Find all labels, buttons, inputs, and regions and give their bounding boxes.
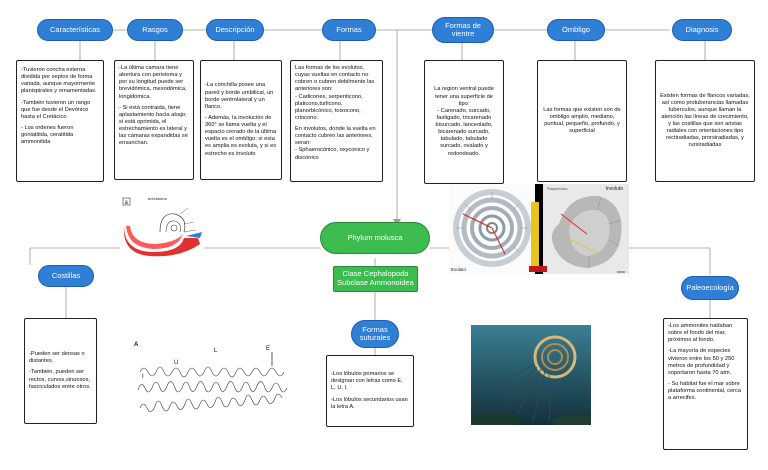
suture-lines-illustration: A L U I E [132, 338, 300, 420]
note-ombligo: Las formas que existen son de ombligo am… [537, 60, 627, 182]
node-descripcion: Descripción [206, 19, 264, 41]
shell-cross-section-diagram: a brevidoma [120, 192, 204, 258]
svg-text:a: a [125, 200, 129, 206]
ammonite-shell-photos: Evoluto Involuto Platysphinctes [449, 184, 629, 274]
note-rasgos: -La última camara tiene abertura con per… [114, 60, 194, 180]
svg-text:Platysphinctes: Platysphinctes [547, 187, 568, 191]
node-formas-suturales: Formas suturales [351, 320, 399, 348]
node-costillas: Costillas [38, 265, 94, 287]
node-rasgos: Rasgos [127, 19, 183, 41]
node-paleoecologia: Paleoecología [681, 276, 739, 300]
svg-text:brevidoma: brevidoma [148, 196, 167, 201]
svg-text:E: E [266, 346, 270, 352]
node-phylum-molusca: Phylum molusca [320, 222, 430, 254]
note-caracteristicas: -Tuvieron concha externa dividida por se… [16, 60, 104, 182]
note-descripcion: -La conchilla posee una pared y borde um… [200, 60, 282, 180]
ammonite-photos-svg: Evoluto Involuto Platysphinctes [449, 184, 629, 274]
note-formas-suturales: -Los lóbulos primarios se designan con l… [326, 355, 414, 427]
svg-text:Evoluto: Evoluto [451, 267, 467, 272]
note-formas: Las formas de los evolutos, cuyas vuelta… [290, 60, 383, 182]
svg-text:U: U [174, 360, 178, 366]
node-diagnosis: Diagnosis [672, 19, 732, 41]
suture-lines-svg: A L U I E [134, 342, 288, 412]
node-clase-cephalopoda: Clase Cephalopoda Subclase Ammonoidea [333, 266, 418, 292]
shell-diagram-svg: a brevidoma [120, 192, 204, 258]
node-formas: Formas [322, 19, 376, 41]
ammonite-habitat-illustration [471, 325, 591, 425]
habitat-svg [471, 325, 591, 425]
note-costillas: -Pueden ser densas o distantes. -También… [24, 318, 97, 424]
node-caracteristicas: Características [37, 19, 113, 41]
svg-text:I: I [142, 374, 144, 380]
svg-text:L: L [214, 348, 218, 354]
svg-text:A: A [134, 342, 139, 348]
node-ombligo: Ombligo [547, 19, 605, 41]
svg-text:Involuto: Involuto [605, 186, 623, 192]
node-formas-vientre: Formas de vientre [432, 17, 494, 43]
note-paleoecologia: -Los ammonites nadaban sobre el fondo de… [663, 318, 748, 450]
note-formas-vientre: La region ventral puede tener una superf… [424, 60, 504, 184]
note-diagnosis: Existen formas de flancos variadas, así … [655, 60, 755, 182]
